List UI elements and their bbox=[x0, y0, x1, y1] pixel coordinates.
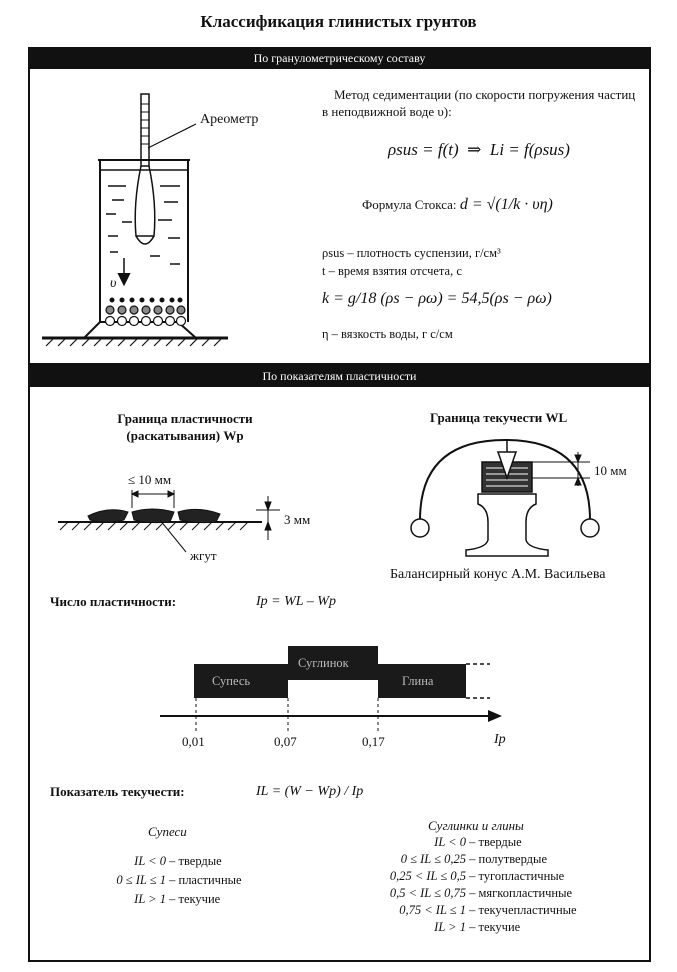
loam-clay-row: IL < 0 – твердые bbox=[362, 834, 577, 851]
condition: IL > 1 bbox=[134, 892, 166, 906]
sedimentation-formula: ρsus = f(t) ⇒ Li = f(ρsus) bbox=[388, 140, 570, 159]
k-formula: k = g/18 (ρs − ρω) = 54,5(ρs − ρω) bbox=[322, 290, 552, 307]
cone-caption: Балансирный конус А.М. Васильева bbox=[390, 567, 606, 582]
sandy-loam-row: 0 ≤ IL ≤ 1 – пластичные bbox=[100, 871, 242, 890]
areometer-label: Ареометр bbox=[200, 112, 259, 127]
section-plasticity-header: По показателям пластичности bbox=[28, 365, 651, 387]
scale-axis-label: Ip bbox=[494, 732, 506, 747]
state: – тугопластичные bbox=[469, 869, 565, 883]
state: – пластичные bbox=[169, 873, 242, 887]
density-legend: ρsus – плотность суспензии, г/см³ bbox=[322, 246, 501, 260]
state: – мягкопластичные bbox=[469, 886, 573, 900]
stokes-label: Формула Стокса: bbox=[362, 197, 457, 212]
stokes-formula: d = √(1/k · υη) bbox=[459, 196, 553, 213]
loam-clay-row: 0 ≤ IL ≤ 0,25 – полутвердые bbox=[362, 851, 577, 868]
loam-clay-row: 0,5 < IL ≤ 0,75 – мягкопластичные bbox=[362, 885, 577, 902]
thread-label: жгут bbox=[190, 548, 217, 563]
state: – твердые bbox=[169, 854, 222, 868]
page-title: Классификация глинистых грунтов bbox=[200, 12, 477, 31]
state: – текучепластичные bbox=[469, 903, 577, 917]
state: – текучие bbox=[469, 920, 521, 934]
fluidity-index-formula: IL = (W − Wp) / Ip bbox=[256, 784, 364, 799]
condition: IL < 0 bbox=[434, 835, 466, 849]
condition: 0,5 < IL ≤ 0,75 bbox=[389, 886, 466, 900]
wp-title-line1: Граница пластичности bbox=[117, 411, 253, 426]
condition: IL > 1 bbox=[434, 920, 466, 934]
sandy-loam-row: IL < 0 – твердые bbox=[100, 852, 242, 871]
wp-height-dim: 3 мм bbox=[284, 512, 311, 527]
time-legend: t – время взятия отсчета, с bbox=[322, 264, 462, 278]
loam-clay-heading: Суглинки и глины bbox=[428, 818, 524, 833]
sandy-loam-heading: Супеси bbox=[148, 824, 187, 839]
scale-segment-loam: Суглинок bbox=[298, 656, 349, 670]
viscosity-legend: η – вязкость воды, г с/см bbox=[322, 327, 453, 341]
areometer-diagram bbox=[42, 93, 228, 347]
cone-diagram bbox=[410, 438, 600, 557]
condition: IL < 0 bbox=[134, 854, 166, 868]
velocity-symbol: υ bbox=[110, 276, 117, 291]
state: – твердые bbox=[469, 835, 522, 849]
scale-tick-1: 0,01 bbox=[182, 734, 205, 749]
scale-segment-clay: Глина bbox=[402, 674, 434, 688]
scale-tick-3: 0,17 bbox=[362, 734, 385, 749]
condition: 0,75 < IL ≤ 1 bbox=[399, 903, 466, 917]
thread-diagram bbox=[58, 490, 280, 553]
condition: 0,25 < IL ≤ 0,5 bbox=[389, 869, 466, 883]
condition: 0 ≤ IL ≤ 0,25 bbox=[400, 852, 466, 866]
state: – текучие bbox=[169, 892, 221, 906]
wl-title: Граница текучести WL bbox=[430, 410, 568, 425]
plasticity-index-formula: Ip = WL – Wp bbox=[256, 594, 336, 609]
stokes-row: Формула Стокса: d = √(1/k · υη) bbox=[362, 196, 553, 214]
wp-title: Граница пластичности (раскатывания) Wp bbox=[90, 410, 280, 444]
sandy-loam-table: IL < 0 – твердые 0 ≤ IL ≤ 1 – пластичные… bbox=[100, 852, 242, 909]
loam-clay-table: IL < 0 – твердые 0 ≤ IL ≤ 0,25 – полутве… bbox=[362, 834, 577, 936]
scale-tick-2: 0,07 bbox=[274, 734, 297, 749]
state: – полутвердые bbox=[469, 852, 547, 866]
loam-clay-row: 0,75 < IL ≤ 1 – текучепластичные bbox=[362, 902, 577, 919]
fluidity-index-label: Показатель текучести: bbox=[50, 784, 185, 799]
scale-segment-sandy-loam: Супесь bbox=[212, 674, 251, 688]
plasticity-scale bbox=[160, 646, 502, 732]
sandy-loam-row: IL > 1 – текучие bbox=[100, 890, 242, 909]
plasticity-index-label: Число пластичности: bbox=[50, 594, 177, 609]
wl-dim: 10 мм bbox=[594, 463, 627, 478]
wp-title-line2: (раскатывания) Wp bbox=[126, 428, 244, 443]
section-granulometric-header: По гранулометрическому составу bbox=[28, 47, 651, 69]
wp-width-dim: ≤ 10 мм bbox=[128, 472, 172, 487]
sedimentation-method-text: Метод седиментации (по скорости погружен… bbox=[322, 87, 636, 119]
condition: 0 ≤ IL ≤ 1 bbox=[116, 873, 166, 887]
loam-clay-row: 0,25 < IL ≤ 0,5 – тугопластичные bbox=[362, 868, 577, 885]
loam-clay-row: IL > 1 – текучие bbox=[362, 919, 577, 936]
